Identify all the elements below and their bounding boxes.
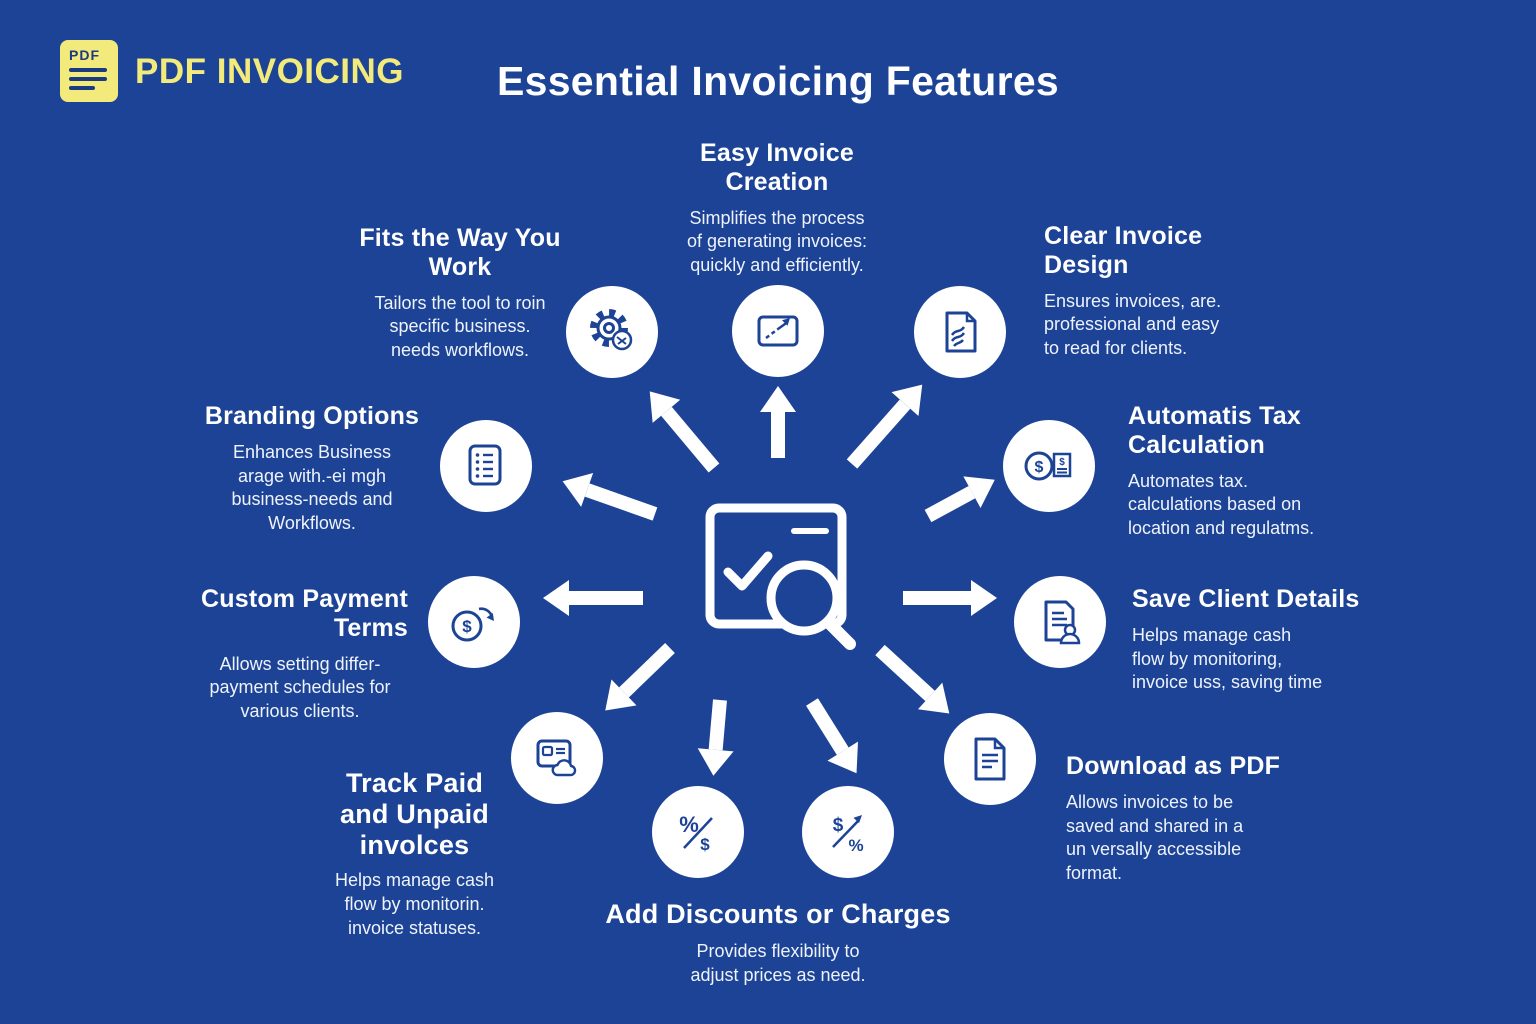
central-invoice-search-icon (698, 498, 868, 661)
feature-description: Ensures invoices, are. professional and … (1044, 290, 1222, 359)
feature-description: Tailors the tool to roin specific busine… (374, 292, 546, 361)
feature-title: Custom Payment Terms (200, 585, 408, 642)
discount-arrow-icon: $ % (832, 815, 864, 855)
feature-description: Provides flexibility to adjust prices as… (690, 941, 866, 985)
feature-title: Add Discounts or Charges (605, 899, 951, 929)
feature-save-client-details: Save Client Details Helps manage cash fl… (1132, 585, 1384, 695)
feature-title: Easy Invoice Creation (700, 139, 854, 196)
payment-refresh-icon: $ (451, 607, 494, 642)
feature-description: Automates tax. calculations based on loc… (1128, 470, 1315, 539)
clear-invoice-design-circle (914, 286, 1006, 378)
feature-title: Branding Options (204, 402, 420, 430)
logo-line (69, 86, 95, 90)
arrow-to-track-paid-unpaid (619, 642, 675, 698)
invoice-search-icon (705, 503, 856, 650)
svg-text:$: $ (833, 815, 844, 836)
feature-description: Helps manage cash flow by monitorin. inv… (334, 870, 495, 938)
feature-description: Allows setting differ- payment schedules… (209, 653, 391, 722)
custom-payment-terms-circle: $ (428, 576, 520, 668)
feature-fits-the-way-you-work: Fits the Way You Work Tailors the tool t… (344, 224, 576, 363)
arrow-to-easy-invoice-creation (771, 412, 785, 458)
feature-automatic-tax-calculation: Automatis Tax Calculation Automates tax.… (1128, 402, 1390, 541)
logo-line (69, 68, 107, 72)
feature-title: Track Paid and Unpaid involces (340, 768, 489, 861)
arrow-to-custom-payment-terms (569, 591, 643, 605)
checklist-icon (468, 444, 502, 486)
feature-title: Clear Invoice Design (1044, 222, 1203, 279)
feature-title: Automatis Tax Calculation (1128, 402, 1301, 459)
discount-percent-circle: % $ (652, 786, 744, 878)
feature-custom-payment-terms: Custom Payment Terms Allows setting diff… (192, 585, 408, 724)
branding-options-circle (440, 420, 532, 512)
feature-description: Enhances Business arage with.-ei mgh bus… (231, 441, 393, 533)
svg-text:$: $ (462, 617, 472, 636)
page-title: Essential Invoicing Features (496, 58, 1060, 104)
track-payments-circle (511, 712, 603, 804)
feature-description: Helps manage cash flow by monitoring, in… (1132, 624, 1323, 693)
svg-text:%: % (848, 836, 863, 855)
feature-track-paid-and-unpaid-invoices: Track Paid and Unpaid involces Helps man… (292, 768, 537, 940)
easy-invoice-creation-circle (732, 285, 824, 377)
arrow-to-automatic-tax-calculation (924, 485, 976, 523)
gear-icon (590, 309, 633, 351)
discount-arrow-circle: $ % (802, 786, 894, 878)
svg-text:$: $ (1059, 457, 1065, 468)
feature-download-as-pdf: Download as PDF Allows invoices to be sa… (1066, 752, 1306, 886)
feature-branding-options: Branding Options Enhances Business arage… (196, 402, 428, 536)
feature-title: Save Client Details (1132, 585, 1360, 613)
feature-clear-invoice-design: Clear Invoice Design Ensures invoices, a… (1044, 222, 1294, 361)
document-design-icon (945, 311, 977, 353)
logo-line (69, 77, 107, 81)
fits-the-way-you-work-circle (566, 286, 658, 378)
arrow-to-discounts-left (708, 699, 727, 751)
arrow-to-discounts-right (806, 698, 849, 755)
arrow-to-save-client-details (903, 591, 971, 605)
feature-description: Allows invoices to be saved and shared i… (1066, 791, 1244, 883)
arrow-to-fits-the-way-you-work (661, 406, 720, 473)
feature-add-discounts-or-charges: Add Discounts or Charges Provides flexib… (578, 899, 978, 988)
svg-text:$: $ (700, 835, 710, 854)
brand-name: PDF INVOICING (135, 52, 405, 91)
arrow-to-clear-invoice-design (846, 399, 911, 469)
feature-title: Fits the Way You Work (359, 224, 561, 281)
svg-text:$: $ (1035, 459, 1044, 476)
discount-percent-icon: % $ (679, 812, 713, 854)
pdf-logo-label: PDF (69, 47, 100, 63)
pdf-document-icon (974, 737, 1006, 781)
client-document-icon (1044, 600, 1081, 645)
pdf-logo-icon: PDF (60, 40, 118, 102)
download-as-pdf-circle (944, 713, 1036, 805)
svg-text:%: % (679, 812, 699, 837)
track-payments-cloud-icon (536, 739, 577, 777)
feature-title: Download as PDF (1066, 752, 1281, 780)
tax-calculator-icon: $ $ (1024, 451, 1072, 481)
save-client-details-circle (1014, 576, 1106, 668)
arrow-to-download-as-pdf (875, 644, 935, 702)
feature-description: Simplifies the process of generating inv… (686, 207, 868, 276)
arrow-to-branding-options (584, 483, 658, 521)
automatic-tax-calculation-circle: $ $ (1003, 420, 1095, 512)
feature-easy-invoice-creation: Easy Invoice Creation Simplifies the pro… (642, 139, 912, 278)
invoice-edit-icon (757, 315, 799, 347)
